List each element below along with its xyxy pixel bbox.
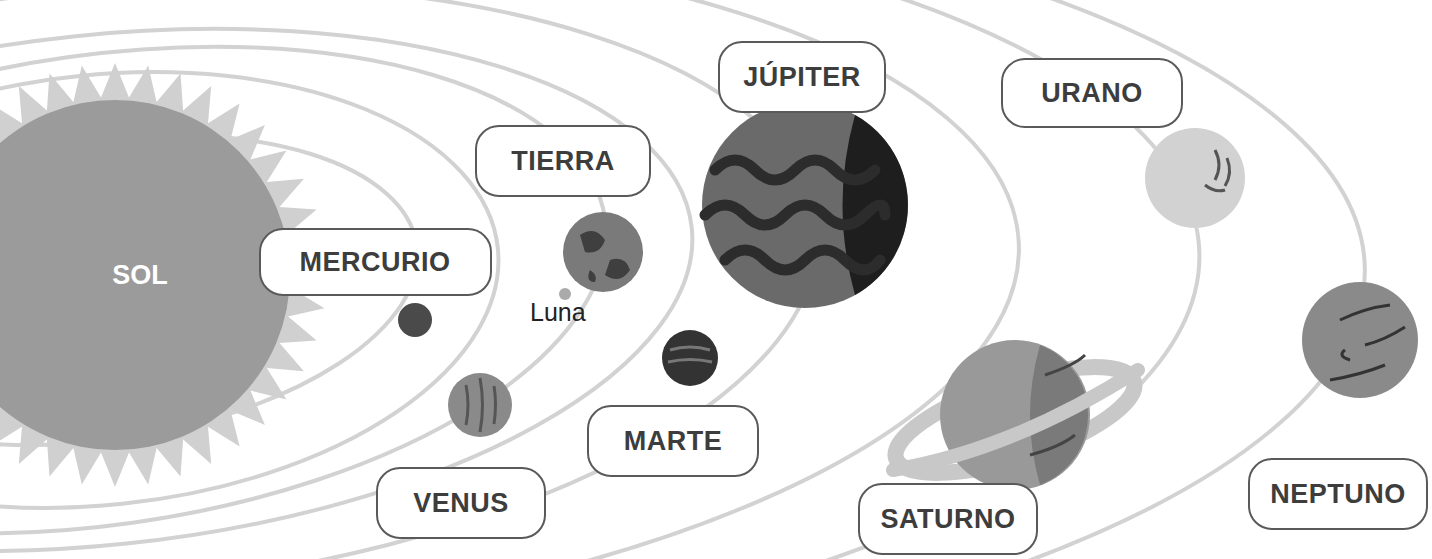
planet-name: URANO bbox=[1041, 78, 1143, 109]
planet-name: MERCURIO bbox=[300, 247, 451, 278]
planet-label-box: MERCURIO bbox=[259, 228, 492, 296]
sun-label: SOL bbox=[112, 260, 168, 291]
planet-label-box: JÚPITER bbox=[718, 41, 886, 113]
orbits bbox=[0, 0, 1372, 559]
planet-name: VENUS bbox=[413, 488, 509, 519]
planet-label-box: VENUS bbox=[376, 467, 546, 539]
venus-planet bbox=[448, 373, 512, 437]
planet-label-box: NEPTUNO bbox=[1248, 458, 1428, 530]
planet-label-box: MARTE bbox=[587, 405, 759, 477]
planet-name: MARTE bbox=[624, 426, 723, 457]
uranus-planet bbox=[1145, 128, 1245, 228]
moon-label: Luna bbox=[530, 298, 586, 327]
sun-body: SOL bbox=[0, 100, 290, 450]
mercury-planet bbox=[398, 303, 432, 337]
neptune-planet bbox=[1302, 282, 1418, 398]
planet-name: JÚPITER bbox=[743, 62, 861, 93]
planet-label-box: URANO bbox=[1001, 58, 1183, 128]
jupiter-planet bbox=[702, 102, 908, 308]
planet-label-box: TIERRA bbox=[475, 125, 651, 197]
mars-planet bbox=[662, 330, 718, 386]
planet-name: SATURNO bbox=[881, 504, 1016, 535]
planet-label-box: SATURNO bbox=[858, 483, 1038, 555]
planet-name: NEPTUNO bbox=[1270, 479, 1406, 510]
earth-planet bbox=[563, 212, 643, 292]
planet-name: TIERRA bbox=[511, 146, 615, 177]
